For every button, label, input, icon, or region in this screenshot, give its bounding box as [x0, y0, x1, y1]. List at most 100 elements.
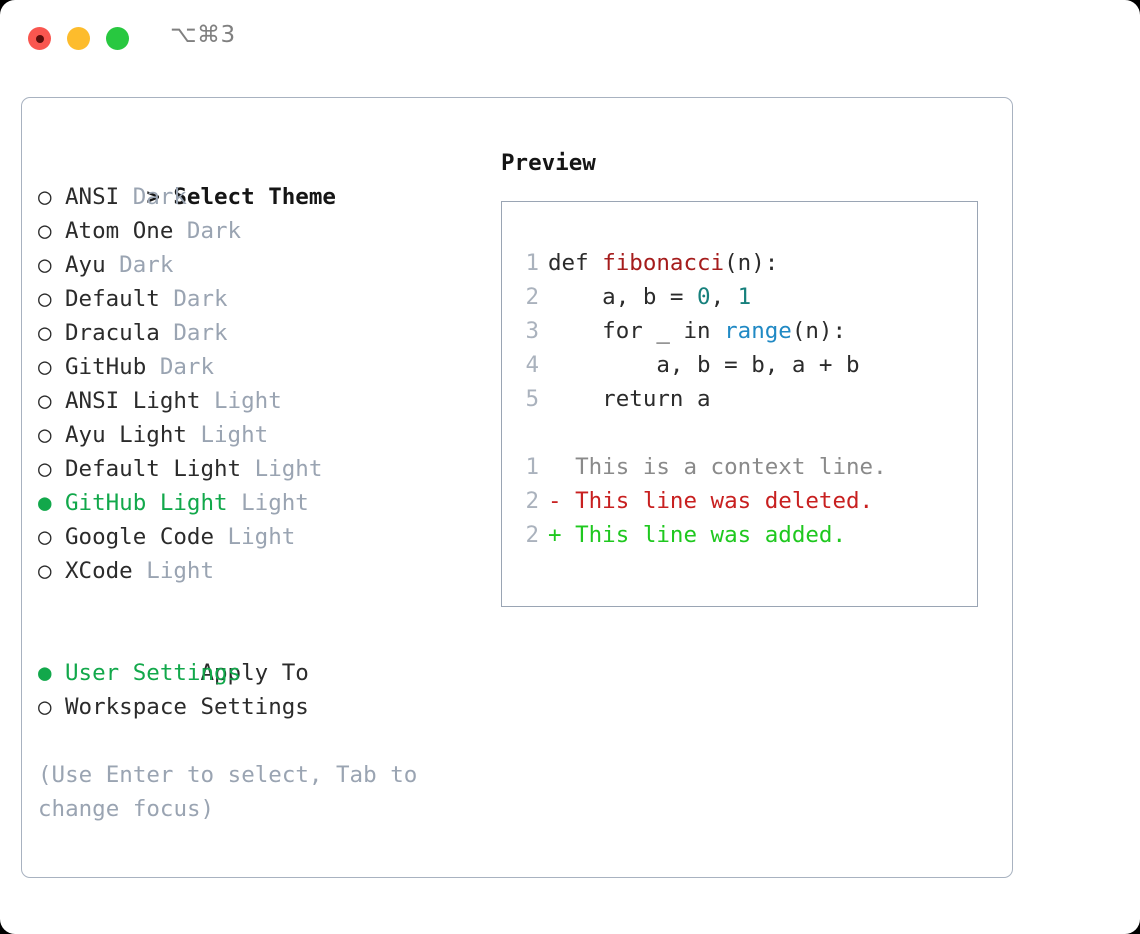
code-token: range [724, 318, 792, 344]
theme-item-google-code[interactable]: ○ Google Code Light [38, 520, 478, 554]
theme-item-label: Default [65, 286, 160, 312]
theme-item-label: XCode [65, 558, 133, 584]
select-theme-heading: >Select Theme [38, 146, 478, 210]
theme-item-variant: Dark [146, 354, 215, 380]
preview-title: Preview [501, 150, 596, 176]
code-token: def [548, 250, 603, 276]
theme-item-atom-one[interactable]: ○ Atom One Dark [38, 214, 478, 248]
theme-list: ○ANSI Dark○Atom One Dark○Ayu Dark○Defaul… [38, 180, 478, 588]
theme-selector-column: >Select Theme ○ANSI Dark○Atom One Dark○A… [38, 146, 478, 826]
theme-item-github[interactable]: ○ GitHub Dark [38, 350, 478, 384]
code-line: 3 for _ in range(n): [502, 314, 977, 348]
diff-text: This line was added. [561, 522, 847, 548]
code-line: 5 return a [502, 382, 977, 416]
theme-item-ayu[interactable]: ○Ayu Dark [38, 248, 478, 282]
diff-line-ctx: 1 This is a context line. [502, 450, 977, 484]
theme-item-default[interactable]: ○Default Dark [38, 282, 478, 316]
radio-unselected-icon: ○ [38, 558, 52, 584]
line-number: 1 [525, 250, 539, 276]
theme-item-label: ANSI [65, 184, 120, 210]
code-token: return a [548, 386, 711, 412]
theme-item-label: Dracula [65, 320, 160, 346]
theme-item-label: Default Light [65, 456, 242, 482]
theme-item-label: Google Code [65, 524, 215, 550]
maximize-button[interactable] [106, 27, 129, 50]
line-number: 2 [525, 522, 539, 548]
theme-item-variant: Light [214, 524, 296, 550]
theme-item-label: GitHub [65, 354, 147, 380]
diff-line-del: 2- This line was deleted. [502, 484, 977, 518]
apply-to-item-label: User Settings [65, 660, 242, 686]
theme-item-ansi-light[interactable]: ○ ANSI Light Light [38, 384, 478, 418]
theme-item-label: ANSI Light [65, 388, 201, 414]
radio-unselected-icon: ○ [38, 694, 52, 720]
theme-item-variant: Dark [173, 218, 242, 244]
apply-to-item-workspace-settings[interactable]: ○ Workspace Settings [38, 690, 478, 724]
radio-unselected-icon: ○ [38, 456, 52, 482]
radio-selected-icon: ● [38, 660, 52, 686]
theme-item-dracula[interactable]: ○ Dracula Dark [38, 316, 478, 350]
main-panel: >Select Theme ○ANSI Dark○Atom One Dark○A… [21, 97, 1013, 878]
theme-item-variant: Dark [119, 184, 187, 210]
code-token: (n): [724, 250, 779, 276]
theme-item-variant: Dark [159, 320, 228, 346]
diff-text: This line was deleted. [561, 488, 874, 514]
minimize-button[interactable] [67, 27, 90, 50]
theme-item-label: Ayu [65, 252, 106, 278]
radio-unselected-icon: ○ [38, 184, 52, 210]
close-button[interactable] [28, 27, 51, 50]
code-token: fibonacci [602, 250, 725, 276]
code-diff-spacer [502, 416, 977, 450]
title-bar: ⌥⌘3 [0, 0, 1140, 78]
radio-unselected-icon: ○ [38, 320, 52, 346]
radio-unselected-icon: ○ [38, 354, 52, 380]
code-token: a, b = b, a + b [548, 352, 860, 378]
theme-item-variant: Light [132, 558, 215, 584]
radio-unselected-icon: ○ [38, 524, 52, 550]
apply-to-item-user-settings[interactable]: ● User Settings [38, 656, 478, 690]
theme-item-variant: Dark [105, 252, 174, 278]
theme-item-variant: Light [227, 490, 309, 516]
code-token: (n): [791, 318, 847, 344]
select-theme-heading-label: Select Theme [173, 184, 336, 210]
radio-unselected-icon: ○ [38, 388, 52, 414]
theme-item-default-light[interactable]: ○ Default Light Light [38, 452, 478, 486]
code-line: 1 def fibonacci(n): [502, 246, 977, 280]
diff-sample: 1 This is a context line.2- This line wa… [502, 450, 977, 552]
diff-line-add: 2 + This line was added. [502, 518, 977, 552]
theme-item-variant: Light [241, 456, 323, 482]
theme-item-xcode[interactable]: ○ XCode Light [38, 554, 478, 588]
diff-sign: + [548, 522, 562, 548]
apply-to-list: ● User Settings ○ Workspace Settings [38, 656, 478, 724]
line-number: 2 [525, 284, 539, 310]
code-token: , [710, 284, 738, 310]
close-icon [35, 34, 44, 43]
radio-unselected-icon: ○ [38, 218, 52, 244]
diff-text: This is a context line. [561, 454, 887, 480]
apply-to-item-label: Workspace Settings [65, 694, 309, 720]
line-number: 4 [525, 352, 539, 378]
code-token: a, b = [548, 284, 698, 310]
code-line: 4 a, b = b, a + b [502, 348, 977, 382]
line-number: 5 [525, 386, 539, 412]
line-number: 1 [525, 454, 539, 480]
code-token: 1 [737, 284, 752, 310]
line-number: 2 [525, 488, 539, 514]
keyboard-shortcut-label: ⌥⌘3 [170, 22, 236, 48]
theme-item-variant: Light [200, 388, 282, 414]
code-line: 2 a, b = 0, 1 [502, 280, 977, 314]
diff-sign: - [548, 488, 562, 514]
theme-item-github-light[interactable]: ● GitHub Light Light [38, 486, 478, 520]
radio-unselected-icon: ○ [38, 286, 52, 312]
theme-item-ayu-light[interactable]: ○Ayu Light Light [38, 418, 478, 452]
radio-selected-icon: ● [38, 490, 52, 516]
diff-sign [548, 454, 562, 480]
apply-to-heading-label: Apply To [200, 660, 309, 686]
theme-item-label: Atom One [65, 218, 174, 244]
theme-item-ansi[interactable]: ○ ANSI Dark [38, 180, 478, 214]
theme-item-label: GitHub Light [65, 490, 228, 516]
keyboard-hint-text: (Use Enter to select, Tab to change focu… [38, 762, 418, 822]
